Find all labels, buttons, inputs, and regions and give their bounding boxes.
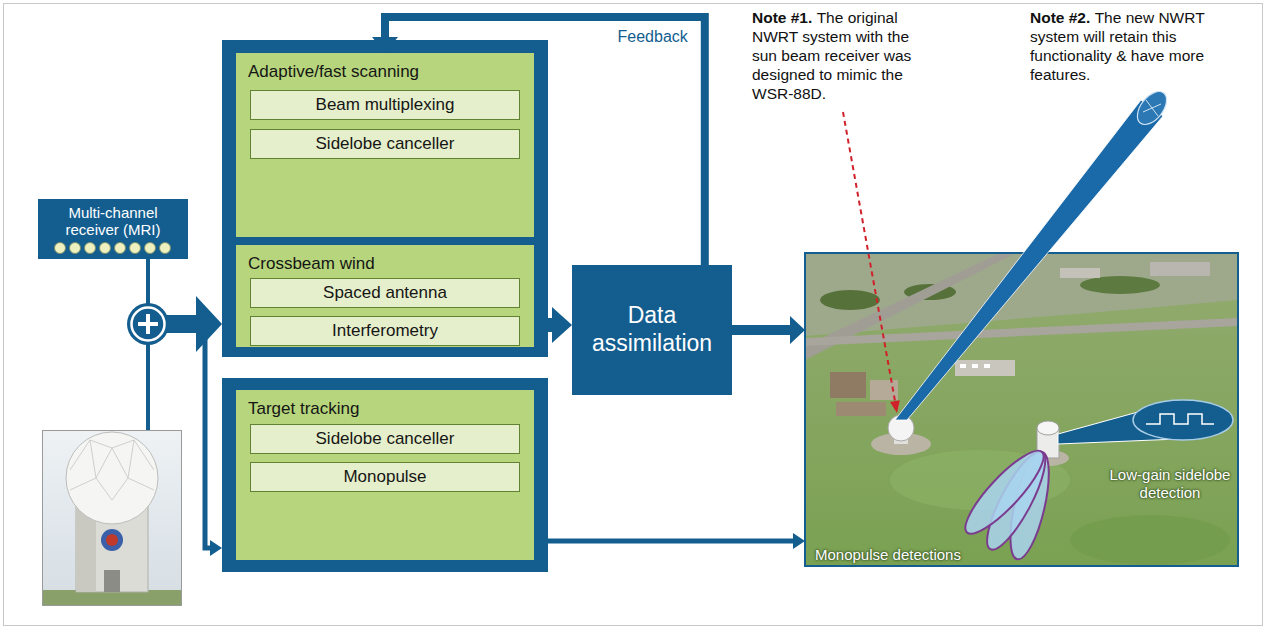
pencil-beam — [895, 86, 1172, 420]
radar-photo — [42, 430, 182, 606]
node-text: Sidelobe canceller — [316, 134, 455, 154]
note-heading: Note #1. — [752, 9, 812, 26]
pencil-beam — [1143, 104, 1161, 112]
aerial-photo — [960, 364, 966, 368]
aerial-photo — [1070, 515, 1230, 565]
flow-arrow — [793, 533, 805, 549]
channel-led — [130, 243, 141, 254]
signal-wire — [146, 258, 150, 305]
node-text: Spaced antenna — [323, 283, 447, 303]
radar-photo — [43, 431, 182, 606]
flow-arrow — [732, 316, 805, 344]
function-item: Beam multiplexing — [250, 90, 520, 120]
channel-led — [145, 243, 156, 254]
signal-wire — [146, 343, 150, 431]
group-panel — [222, 378, 548, 572]
flow-line — [534, 318, 555, 332]
flow-arrow — [534, 307, 572, 343]
arrow-head — [372, 37, 398, 53]
monopulse-beam — [956, 442, 1053, 543]
radar-photo — [66, 432, 158, 524]
note-block: Note #2.The new NWRT system will retain … — [1030, 8, 1225, 84]
summing-junction — [127, 303, 169, 345]
monopulse-beam — [956, 442, 1057, 563]
node-text: Interferometry — [332, 321, 438, 341]
sidelobe-beam — [1058, 400, 1233, 444]
aerial-photo — [820, 290, 880, 310]
leader-arrow — [843, 112, 900, 413]
aerial-photo — [1080, 276, 1160, 294]
aerial-photo — [805, 318, 1238, 346]
radar-photo — [104, 570, 120, 592]
channel-led — [160, 243, 171, 254]
pencil-beam — [895, 100, 1163, 420]
radar-photo — [106, 534, 118, 546]
monopulse-beam — [956, 442, 1053, 543]
flow-arrow — [548, 539, 794, 544]
summing-junction — [127, 303, 169, 345]
photo-label: Monopulse detections — [815, 546, 985, 564]
leader-arrow — [843, 112, 895, 401]
aerial-photo — [1150, 262, 1210, 276]
node-text: Sidelobe canceller — [316, 429, 455, 449]
panel-heading: Target tracking — [248, 399, 522, 419]
aerial-photo — [1060, 268, 1100, 278]
receiver-box: Multi-channel receiver (MRI) — [38, 199, 188, 259]
figure-frame — [4, 4, 1263, 626]
function-panel: Target trackingSidelobe cancellerMonopul… — [236, 390, 534, 560]
summing-junction — [146, 314, 150, 334]
process-box: Data assimilation — [572, 265, 732, 395]
function-item: Monopulse — [250, 462, 520, 492]
channel-led — [100, 243, 111, 254]
node-text: Data assimilation — [580, 302, 724, 357]
node-text: Beam multiplexing — [316, 95, 455, 115]
aerial-photo — [972, 364, 978, 368]
group-panel — [222, 40, 548, 357]
channel-leds — [38, 241, 188, 255]
aerial-photo — [836, 402, 886, 416]
photo-label: Low-gain sidelobe detection — [1105, 466, 1235, 502]
aerial-photo — [1037, 421, 1059, 435]
channel-led — [70, 243, 81, 254]
panel-heading: Adaptive/fast scanning — [248, 62, 522, 82]
flow-arrow — [167, 296, 222, 352]
leader-arrow — [890, 400, 900, 413]
aerial-photo — [805, 253, 1238, 566]
sidelobe-beam — [1133, 400, 1233, 440]
node-text: Multi-channel receiver (MRI) — [44, 204, 182, 239]
aerial-photo — [984, 364, 990, 368]
flow-arrow — [210, 540, 222, 556]
node-text: Monopulse — [343, 467, 426, 487]
function-item: Interferometry — [250, 316, 520, 346]
function-item: Spaced antenna — [250, 278, 520, 308]
note-block: Note #1.The original NWRT system with th… — [752, 8, 932, 103]
photo-frame — [805, 253, 1238, 566]
panel-heading: Crossbeam wind — [248, 254, 522, 274]
channel-led — [55, 243, 66, 254]
aerial-photo — [805, 253, 1238, 566]
function-panel: Adaptive/fast scanningBeam multiplexingS… — [236, 53, 534, 237]
channel-led — [85, 243, 96, 254]
radar-photo — [42, 430, 182, 606]
aerial-photo — [830, 372, 866, 398]
function-panel: Crossbeam windSpaced antennaInterferomet… — [236, 245, 534, 347]
radar-photo — [101, 529, 123, 551]
aerial-photo — [955, 360, 1015, 376]
radar-photo — [70, 440, 154, 500]
arrow-head — [552, 307, 572, 343]
summing-junction — [132, 308, 165, 341]
function-item: Sidelobe canceller — [250, 129, 520, 159]
note-heading: Note #2. — [1030, 9, 1090, 26]
pencil-beam — [1132, 86, 1173, 129]
function-item: Sidelobe canceller — [250, 424, 520, 454]
flow-arrow — [205, 333, 211, 548]
channel-led — [115, 243, 126, 254]
edge-label: Feedback — [615, 27, 691, 46]
sidelobe-beam — [1146, 414, 1214, 424]
